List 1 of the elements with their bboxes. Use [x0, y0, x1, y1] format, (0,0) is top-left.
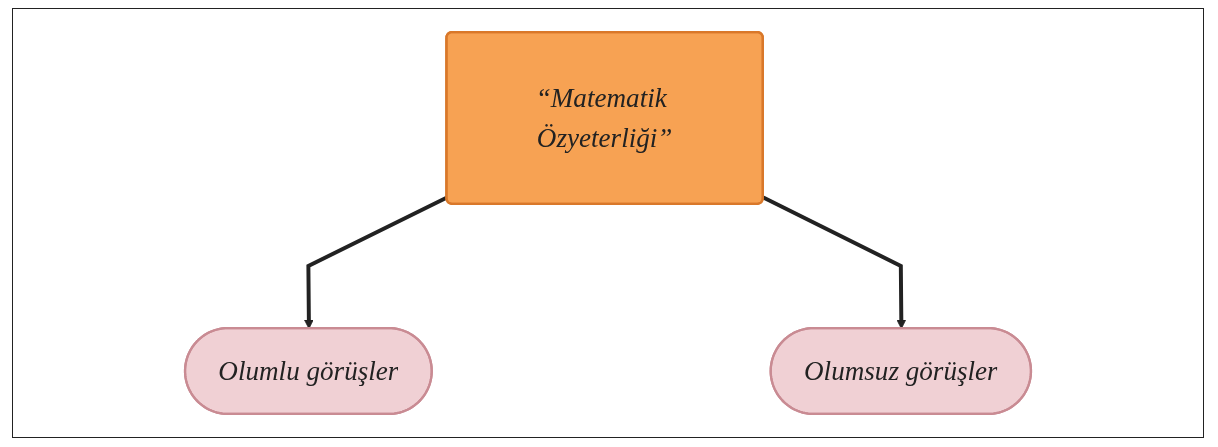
frame-border: “Matematik Özyeterliği” Olumlu görüşler Olumsuz görüşler [12, 8, 1204, 438]
